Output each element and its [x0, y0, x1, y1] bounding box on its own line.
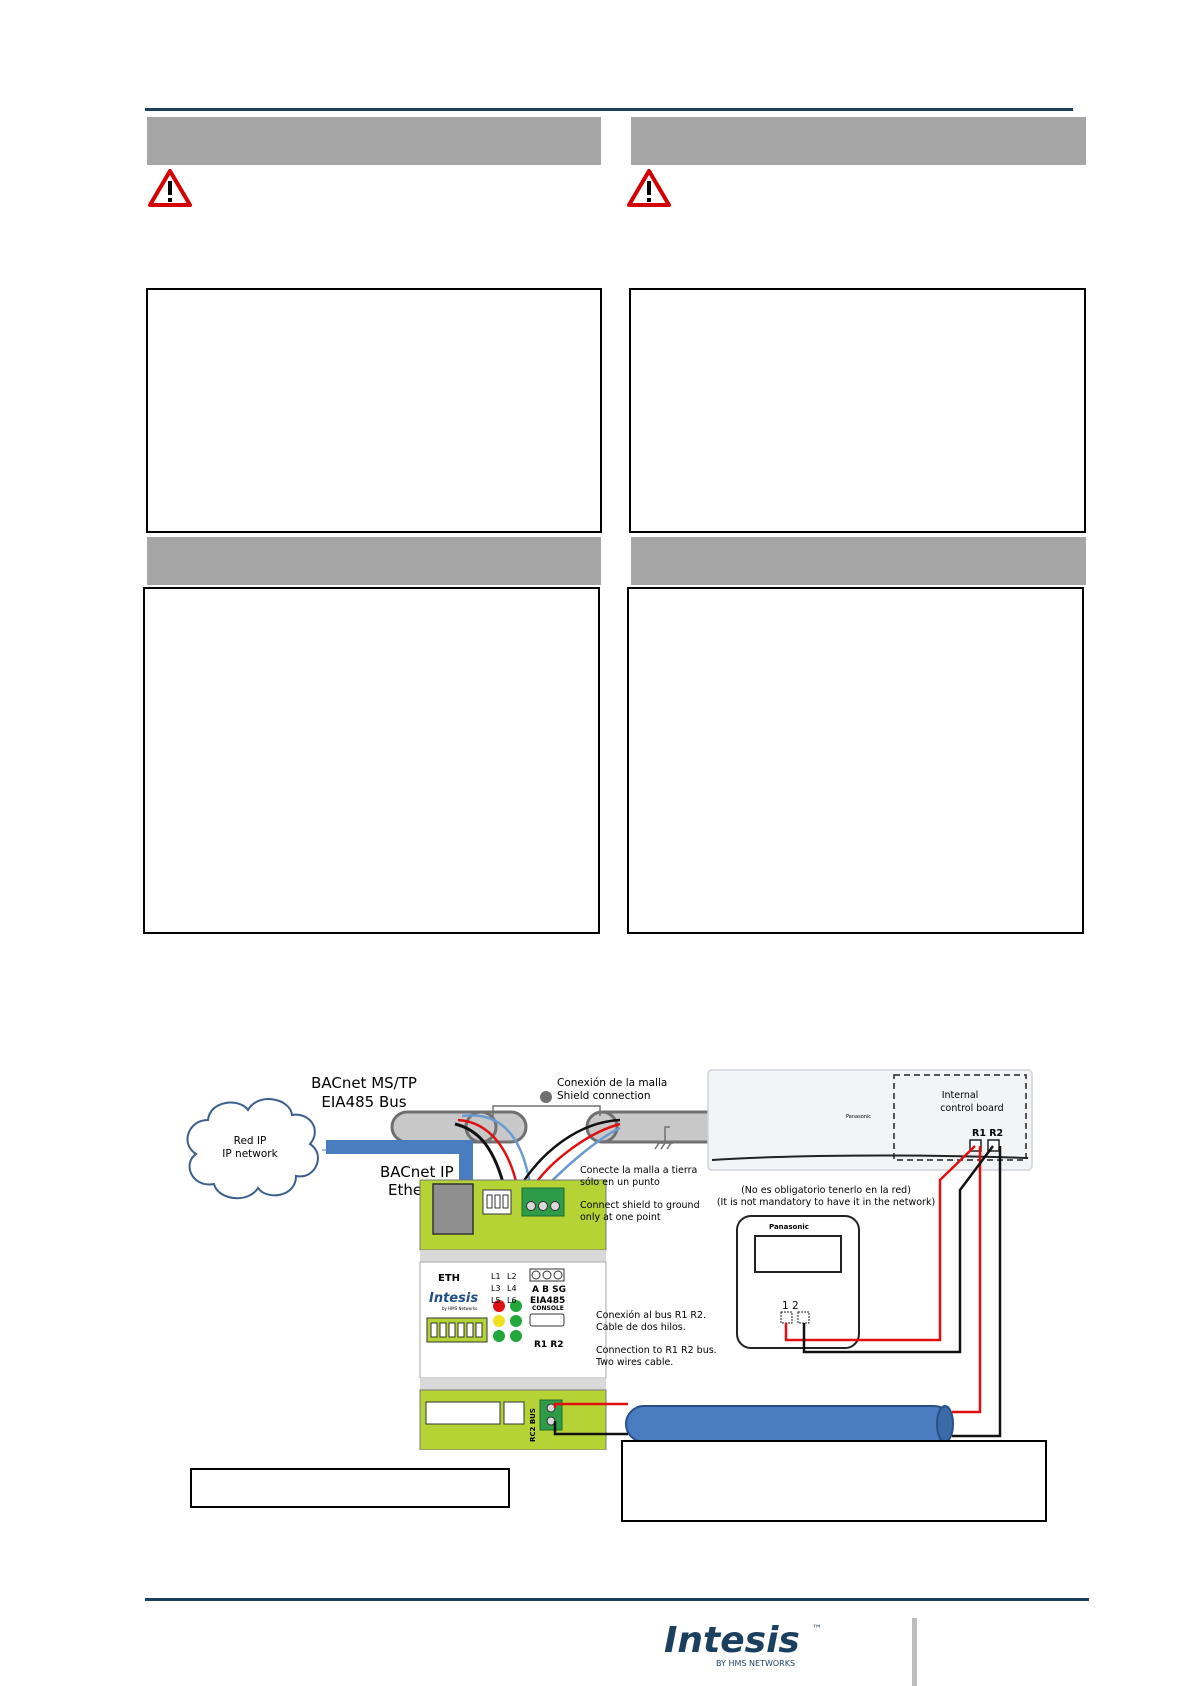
remote-terminals: 1 2	[782, 1300, 799, 1312]
shield-en: Shield connection	[557, 1090, 650, 1102]
r1r2-bus-cable	[625, 1405, 953, 1443]
connection-diagram: BACnet MS/TP EIA485 Bus Conexión de la m…	[186, 1069, 1033, 1450]
ground-icon	[654, 1142, 673, 1150]
section-header-right-2	[631, 537, 1086, 585]
ground-en-2: only at one point	[580, 1212, 661, 1223]
optional-es: (No es obligatorio tenerlo en la red)	[741, 1185, 911, 1196]
shield-bracket	[492, 1105, 601, 1116]
content-box-right-upper	[629, 288, 1086, 533]
wire-black	[553, 1421, 628, 1436]
led-l6: L6	[507, 1296, 517, 1305]
ground-en-1: Connect shield to ground	[580, 1200, 700, 1211]
remote-controller	[736, 1215, 860, 1349]
ground-es-2: sólo en un punto	[580, 1177, 660, 1188]
logo-text: Intesis	[664, 1620, 800, 1661]
shield-es: Conexión de la malla	[557, 1077, 667, 1089]
console-label: CONSOLE	[532, 1305, 564, 1312]
device-brand: Intesis	[429, 1291, 478, 1306]
intesis-logo: Intesis ™ BY HMS NETWORKS	[664, 1620, 822, 1668]
cloud-label-2: IP network	[222, 1148, 278, 1160]
warning-icon	[627, 169, 671, 207]
board-label-1: Internal	[942, 1090, 979, 1101]
eth-label: ETH	[438, 1273, 460, 1284]
remote-brand: Panasonic	[769, 1223, 809, 1231]
footer-divider	[912, 1618, 917, 1686]
wire-red	[553, 1402, 628, 1408]
ip-label-1: BACnet IP	[380, 1163, 454, 1181]
led-l5: L5	[491, 1296, 501, 1305]
ac-indoor-unit	[707, 1069, 1033, 1171]
warning-icon	[148, 169, 192, 207]
bus-es-2: Cable de dos hilos.	[596, 1322, 686, 1333]
section-header-left	[147, 117, 601, 165]
ethernet-cable	[326, 1140, 473, 1180]
rc2bus-label: RC2 BUS	[529, 1408, 537, 1442]
r1r2-label: R1 R2	[534, 1340, 564, 1350]
ac-brand: Panasonic	[846, 1114, 871, 1120]
eia485-cable-right	[585, 1110, 724, 1144]
bus-en-2: Two wires cable.	[595, 1357, 673, 1368]
optional-en: (It is not mandatory to have it in the n…	[717, 1197, 935, 1208]
led-l2: L2	[507, 1272, 517, 1281]
logo-sub: BY HMS NETWORKS	[716, 1659, 795, 1668]
bus-en-1: Connection to R1 R2 bus.	[596, 1345, 717, 1356]
device-brand-sub: by HMS Networks	[442, 1306, 477, 1311]
intesis-gateway	[419, 1179, 607, 1450]
board-r1r2: R1 R2	[972, 1128, 1003, 1139]
caption-box-left	[190, 1468, 510, 1508]
led-l1: L1	[491, 1272, 501, 1281]
content-box-left-lower	[143, 587, 600, 934]
content-box-left-upper	[146, 288, 602, 533]
logo-tm: ™	[812, 1624, 822, 1635]
shield-point	[540, 1091, 552, 1103]
section-header-right	[631, 117, 1086, 165]
top-rule	[145, 108, 1073, 111]
bus-es-1: Conexión al bus R1 R2.	[596, 1310, 706, 1321]
cloud-label-1: Red IP	[234, 1135, 267, 1147]
section-header-left-2	[147, 537, 601, 585]
terminal-label: A B SG	[532, 1285, 566, 1295]
caption-box-right	[621, 1440, 1047, 1522]
bus-title-2: EIA485 Bus	[321, 1093, 406, 1111]
ip-network-cloud	[186, 1098, 319, 1200]
board-label-2: control board	[940, 1103, 1003, 1114]
bus-title-1: BACnet MS/TP	[311, 1074, 417, 1092]
ground-es-1: Conecte la malla a tierra	[580, 1165, 697, 1176]
content-box-right-lower	[627, 587, 1084, 934]
led-l3: L3	[491, 1284, 501, 1293]
bottom-rule	[145, 1598, 1089, 1601]
led-l4: L4	[507, 1284, 517, 1293]
eia485-label: EIA485	[530, 1296, 565, 1306]
